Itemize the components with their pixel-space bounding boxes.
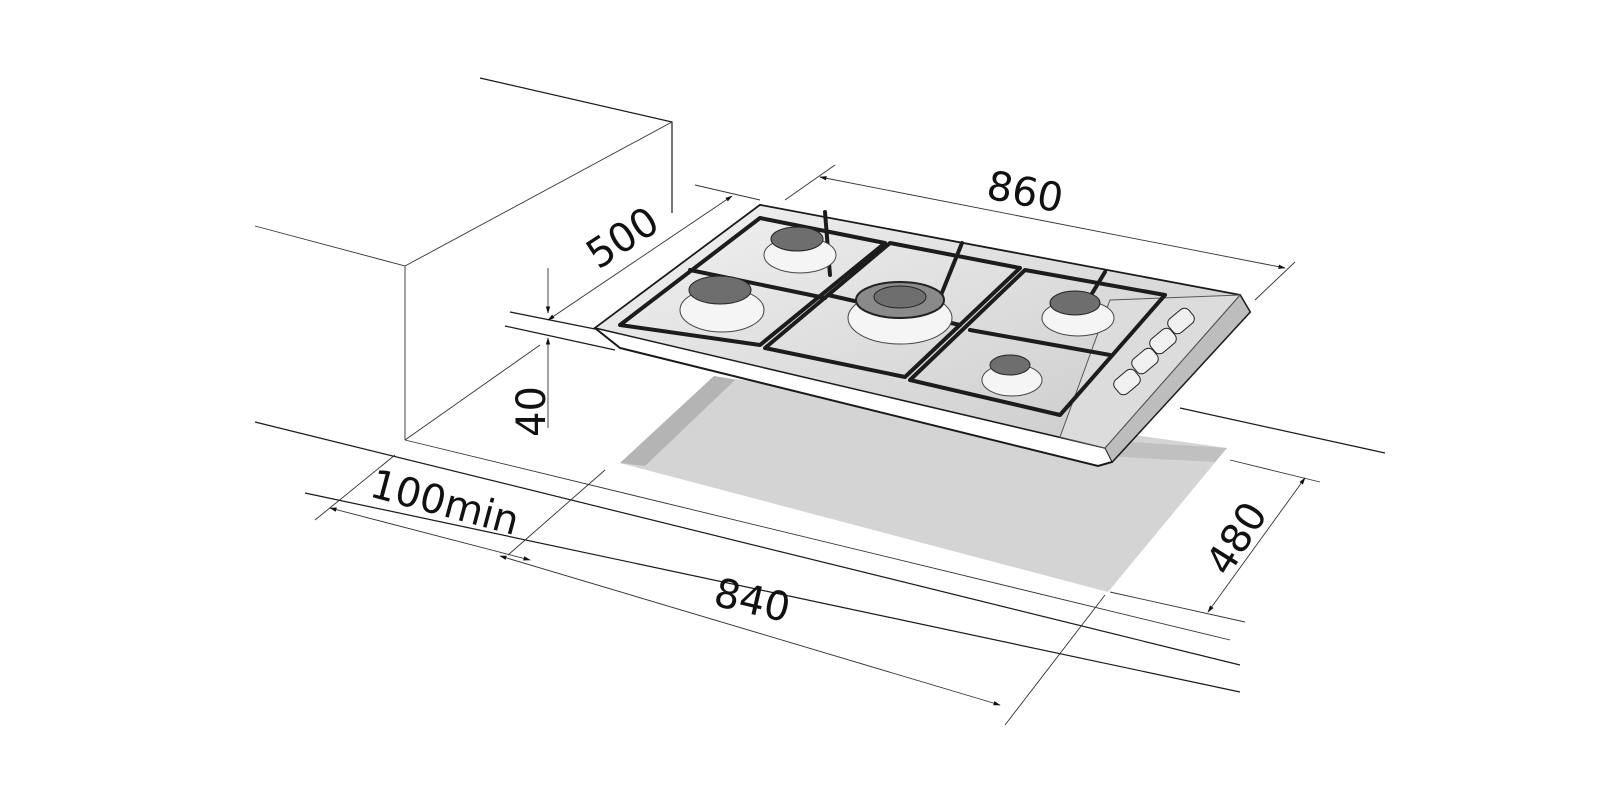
knob-1 (1167, 307, 1195, 335)
label-cutout-depth: 480 (1197, 494, 1276, 583)
control-knobs (1113, 307, 1195, 396)
label-side-clearance: 100min (365, 461, 524, 545)
knob-4 (1113, 368, 1141, 396)
dimension-cutout-width: 840 (499, 555, 1106, 726)
burner-front-right (981, 354, 1043, 397)
label-hob-width: 860 (983, 163, 1067, 223)
knob-2 (1149, 327, 1177, 355)
side-cabinet (254, 77, 673, 441)
burner-rear-left (763, 226, 837, 274)
dimension-side-clearance: 100min (314, 454, 606, 561)
knob-3 (1131, 347, 1159, 375)
label-hob-depth: 500 (578, 198, 667, 278)
burner-center-wok (847, 281, 953, 345)
burner-rear-right (1041, 290, 1115, 337)
label-hob-height: 40 (509, 386, 555, 437)
dimension-hob-height: 40 (509, 268, 555, 437)
